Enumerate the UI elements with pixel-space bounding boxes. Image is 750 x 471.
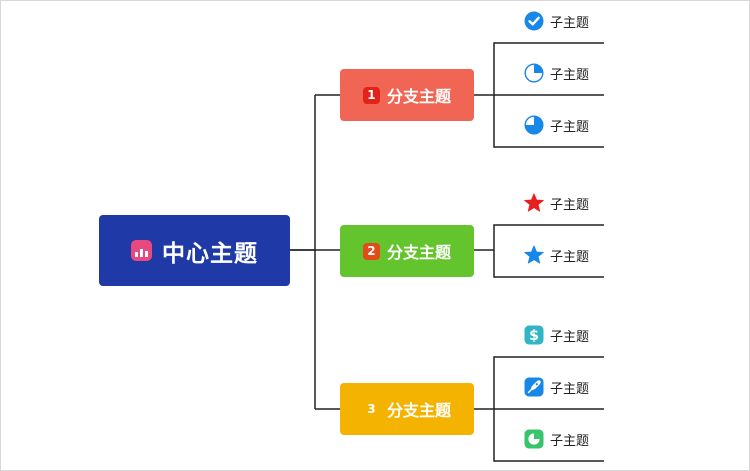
branch-topic-label: 分支主题 xyxy=(386,401,451,420)
pie-quarter-icon xyxy=(524,63,544,83)
subtopic-label: 子主题 xyxy=(550,67,590,83)
branch-topic-label: 分支主题 xyxy=(386,87,451,106)
subtopic-2-2[interactable]: 子主题 xyxy=(524,243,589,267)
subtopic-label: 子主题 xyxy=(550,119,590,135)
subtopic-label: 子主题 xyxy=(550,381,590,397)
subtopic-1-1[interactable]: 子主题 xyxy=(524,9,589,33)
subtopic-label: 子主题 xyxy=(550,15,590,31)
connector-branch-1-bracket xyxy=(474,42,604,148)
subtopic-3-2[interactable]: 子主题 xyxy=(524,375,589,399)
subtopic-2-1[interactable]: 子主题 xyxy=(524,191,589,215)
priority-3-badge: 3 xyxy=(362,400,380,418)
central-topic-label: 中心主题 xyxy=(162,240,258,267)
connector-branch-2-bracket xyxy=(474,224,604,278)
subtopic-3-3[interactable]: 子主题 xyxy=(524,427,589,451)
blue-star-icon xyxy=(524,245,544,264)
subtopic-1-2[interactable]: 子主题 xyxy=(524,61,589,85)
priority-2-badge: 2 xyxy=(362,242,380,260)
branch-topic-label: 分支主题 xyxy=(386,243,451,262)
subtopic-label: 子主题 xyxy=(550,433,590,449)
subtopic-label: 子主题 xyxy=(550,329,590,345)
rocket-icon xyxy=(524,377,544,397)
dollar-icon: $ xyxy=(524,325,544,345)
branch-topic-2[interactable]: 2 分支主题 xyxy=(340,225,474,277)
branch-topic-1[interactable]: 1 分支主题 xyxy=(340,69,474,121)
green-pie-icon xyxy=(524,429,544,449)
red-star-icon xyxy=(524,193,544,212)
check-circle-icon xyxy=(524,11,544,31)
subtopic-3-1[interactable]: $ 子主题 xyxy=(524,323,589,347)
connector-branch-3-bracket xyxy=(474,356,604,462)
central-topic[interactable]: 中心主题 xyxy=(99,215,290,286)
subtopic-label: 子主题 xyxy=(550,249,590,265)
priority-1-badge: 1 xyxy=(362,86,380,104)
subtopic-label: 子主题 xyxy=(550,197,590,213)
svg-text:$: $ xyxy=(529,328,539,344)
branch-topic-3[interactable]: 3 分支主题 xyxy=(340,383,474,435)
pie-three-quarter-icon xyxy=(524,115,544,135)
bar-chart-icon xyxy=(131,240,152,261)
subtopic-1-3[interactable]: 子主题 xyxy=(524,113,589,137)
